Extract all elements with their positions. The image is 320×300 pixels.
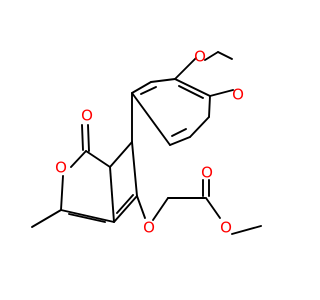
bond (31, 209, 62, 228)
bond (217, 51, 233, 60)
chemical-structure-diagram: O O O O O O O (31, 47, 262, 237)
bond (208, 95, 211, 118)
bond (131, 141, 138, 197)
oxygen-atom-label: O (194, 48, 206, 66)
bond (150, 78, 176, 83)
bond (109, 166, 115, 223)
bond (85, 150, 111, 168)
bond (204, 51, 219, 61)
bond (205, 197, 221, 219)
oxygen-atom-label: O (81, 107, 93, 125)
bond (60, 175, 64, 211)
bond-double-inner (140, 86, 157, 95)
bond (113, 195, 138, 223)
atom-label-layer: O O O O O O O (55, 48, 244, 237)
bond-double-inner (178, 85, 204, 99)
bond-double-inner (171, 128, 187, 137)
oxygen-atom-label: O (201, 164, 213, 182)
bond (169, 136, 191, 146)
bond (189, 116, 210, 138)
oxygen-atom-label: O (220, 219, 232, 237)
bond (87, 124, 90, 152)
bond (136, 195, 146, 219)
bond (131, 81, 152, 94)
bond (60, 209, 115, 223)
bond-double-inner (116, 194, 134, 214)
oxygen-atom-label: O (143, 219, 155, 237)
bond-double-inner (68, 213, 106, 223)
bond (174, 57, 197, 80)
bond (70, 150, 87, 168)
bond (209, 89, 234, 97)
oxygen-atom-label: O (55, 159, 67, 177)
bond (81, 124, 84, 151)
bond (231, 225, 262, 235)
bond-layer (31, 51, 262, 235)
bond (152, 197, 169, 221)
bond (174, 78, 211, 97)
bond (131, 92, 171, 146)
oxygen-atom-label: O (232, 86, 244, 104)
bond (109, 141, 133, 168)
